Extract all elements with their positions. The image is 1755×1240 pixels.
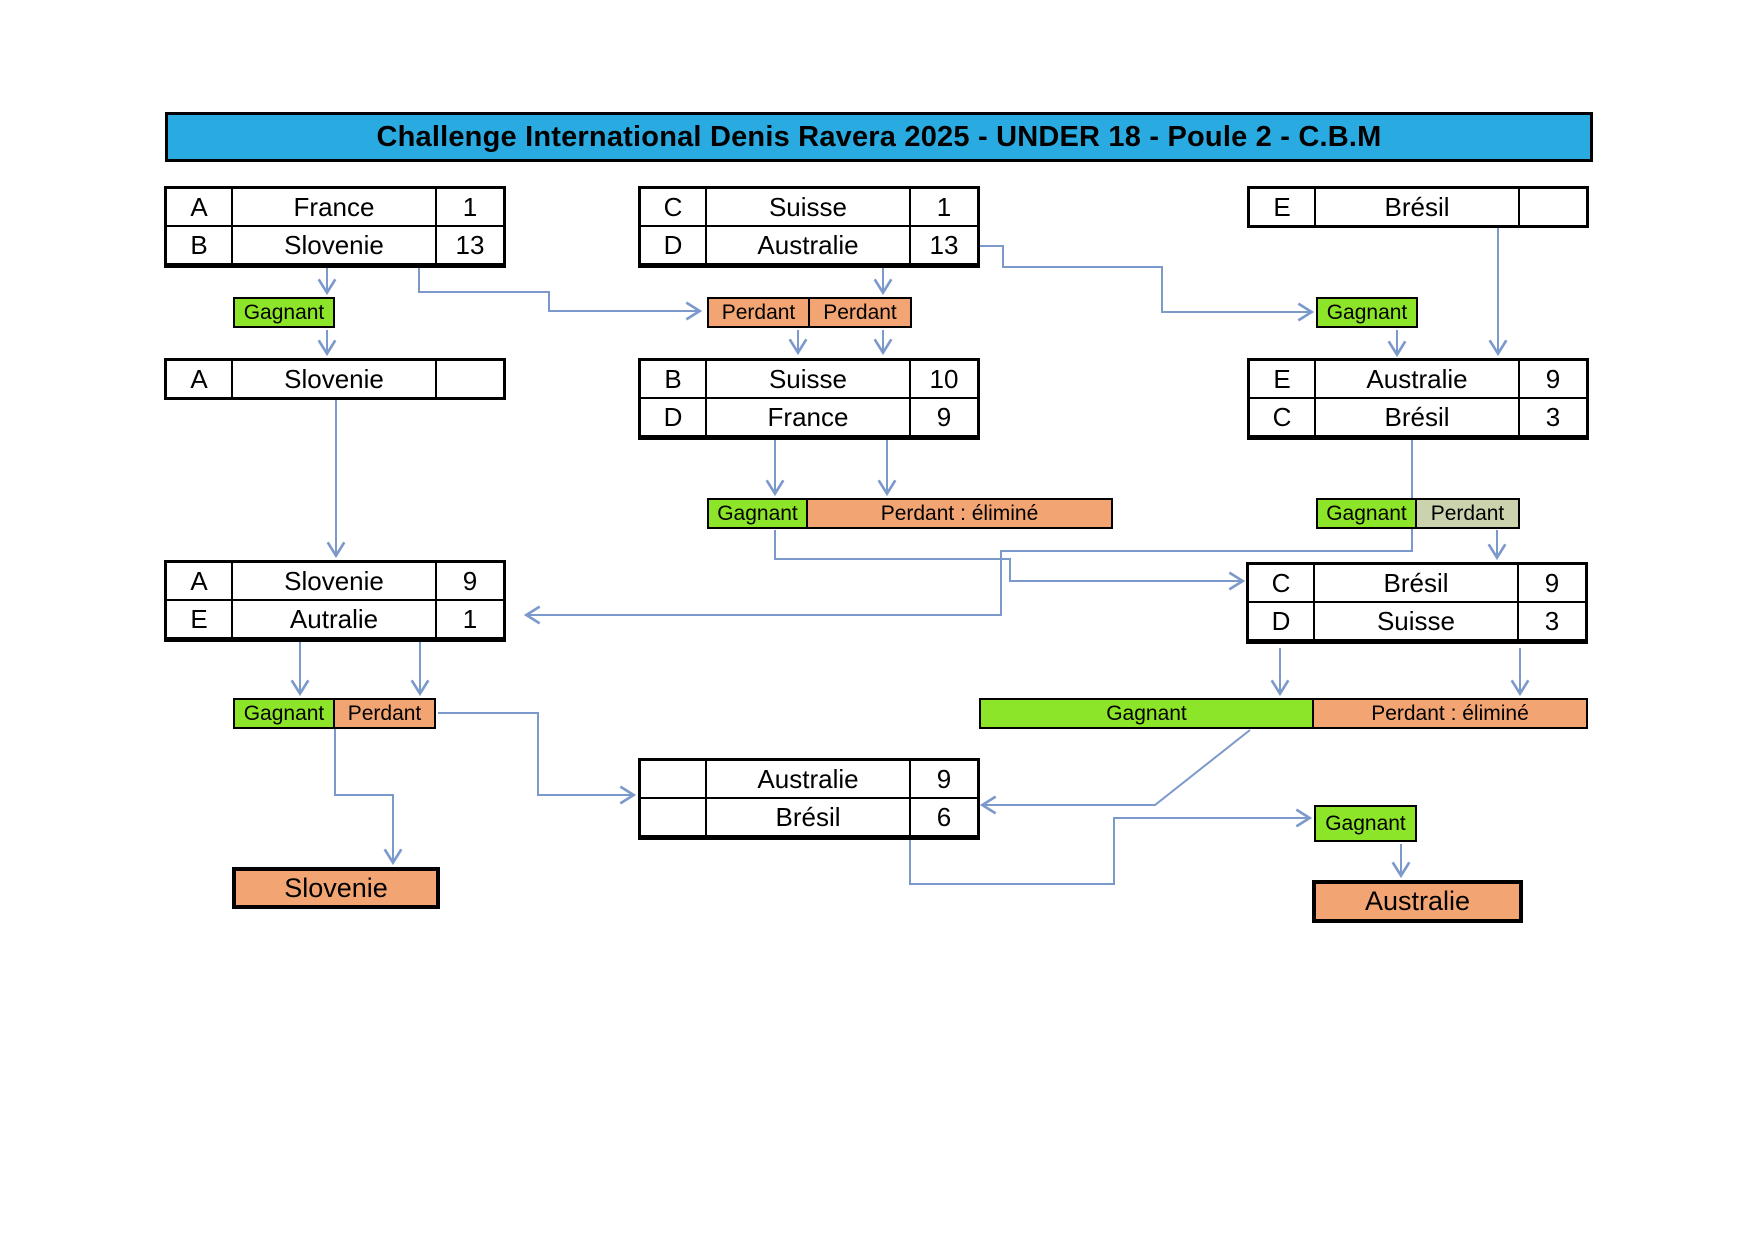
match-round3-left: A Slovenie 9 E Autralie 1 bbox=[164, 560, 506, 642]
slot-letter: A bbox=[167, 361, 231, 397]
team-name: Slovenie bbox=[233, 361, 435, 397]
team-name: Brésil bbox=[707, 799, 909, 835]
team-name: Slovenie bbox=[233, 563, 435, 599]
match-round2-right: E Australie 9 C Brésil 3 bbox=[1247, 358, 1589, 440]
slot-letter: D bbox=[641, 399, 705, 435]
winner-tag: Gagnant bbox=[1314, 805, 1417, 842]
team-name: Suisse bbox=[707, 361, 909, 397]
slot-letter: A bbox=[167, 189, 231, 225]
team-name: Australie bbox=[1316, 361, 1518, 397]
team-name: Australie bbox=[707, 761, 909, 797]
slot-letter: C bbox=[1250, 399, 1314, 435]
winner-tag: Gagnant bbox=[979, 698, 1314, 729]
finalist-box-left: Slovenie bbox=[232, 867, 440, 909]
winner-tag: Gagnant bbox=[1316, 498, 1417, 529]
team-score: 10 bbox=[911, 361, 977, 397]
result-tags-mid: Gagnant Perdant : éliminé bbox=[707, 498, 1113, 529]
match-round3-right: C Brésil 9 D Suisse 3 bbox=[1246, 562, 1588, 644]
slot-letter: B bbox=[167, 227, 231, 263]
team-score bbox=[437, 361, 503, 397]
team-name: Brésil bbox=[1316, 399, 1518, 435]
winner-tag: Gagnant bbox=[707, 498, 808, 529]
loser-tags-pair: Perdant Perdant bbox=[707, 297, 912, 328]
loser-eliminated-tag: Perdant : éliminé bbox=[806, 498, 1113, 529]
loser-tag: Perdant bbox=[1415, 498, 1520, 529]
team-name: Suisse bbox=[707, 189, 909, 225]
page-title: Challenge International Denis Ravera 202… bbox=[165, 112, 1593, 162]
team-score: 1 bbox=[437, 189, 503, 225]
team-name: Slovenie bbox=[233, 227, 435, 263]
slot-letter: B bbox=[641, 361, 705, 397]
match-round1-mid: C Suisse 1 D Australie 13 bbox=[638, 186, 980, 268]
match-final-mid: Australie 9 Brésil 6 bbox=[638, 758, 980, 840]
result-tags-left: Gagnant Perdant bbox=[233, 698, 436, 729]
team-score: 1 bbox=[911, 189, 977, 225]
result-tags-right-wide: Gagnant Perdant : éliminé bbox=[979, 698, 1588, 729]
match-round2-mid: B Suisse 10 D France 9 bbox=[638, 358, 980, 440]
team-score: 3 bbox=[1519, 603, 1585, 639]
team-score: 9 bbox=[911, 761, 977, 797]
winner-tag: Gagnant bbox=[1316, 297, 1418, 328]
team-score: 9 bbox=[1519, 565, 1585, 601]
team-score: 6 bbox=[911, 799, 977, 835]
loser-tag: Perdant bbox=[333, 698, 436, 729]
slot-letter bbox=[641, 761, 705, 797]
slot-letter bbox=[641, 799, 705, 835]
finalist-box-right: Australie bbox=[1312, 880, 1523, 923]
team-name: France bbox=[707, 399, 909, 435]
slot-letter: C bbox=[1249, 565, 1313, 601]
team-name: Suisse bbox=[1315, 603, 1517, 639]
slot-letter: E bbox=[1250, 361, 1314, 397]
match-round2-left: A Slovenie bbox=[164, 358, 506, 400]
team-score: 9 bbox=[437, 563, 503, 599]
match-round1-left: A France 1 B Slovenie 13 bbox=[164, 186, 506, 268]
team-name: France bbox=[233, 189, 435, 225]
loser-tag: Perdant bbox=[808, 297, 912, 328]
loser-eliminated-tag: Perdant : éliminé bbox=[1312, 698, 1588, 729]
slot-letter: E bbox=[1250, 189, 1314, 225]
loser-tag: Perdant bbox=[707, 297, 810, 328]
team-score: 13 bbox=[437, 227, 503, 263]
slot-letter: D bbox=[641, 227, 705, 263]
team-score bbox=[1520, 189, 1586, 225]
slot-letter: A bbox=[167, 563, 231, 599]
slot-letter: E bbox=[167, 601, 231, 637]
slot-letter: D bbox=[1249, 603, 1313, 639]
winner-tag: Gagnant bbox=[233, 297, 335, 328]
team-score: 1 bbox=[437, 601, 503, 637]
team-name: Brésil bbox=[1315, 565, 1517, 601]
match-round1-right: E Brésil bbox=[1247, 186, 1589, 228]
team-score: 9 bbox=[911, 399, 977, 435]
team-name: Brésil bbox=[1316, 189, 1518, 225]
team-score: 3 bbox=[1520, 399, 1586, 435]
result-tags-right: Gagnant Perdant bbox=[1316, 498, 1520, 529]
team-score: 13 bbox=[911, 227, 977, 263]
winner-tag: Gagnant bbox=[233, 698, 335, 729]
slot-letter: C bbox=[641, 189, 705, 225]
team-name: Autralie bbox=[233, 601, 435, 637]
team-score: 9 bbox=[1520, 361, 1586, 397]
team-name: Australie bbox=[707, 227, 909, 263]
